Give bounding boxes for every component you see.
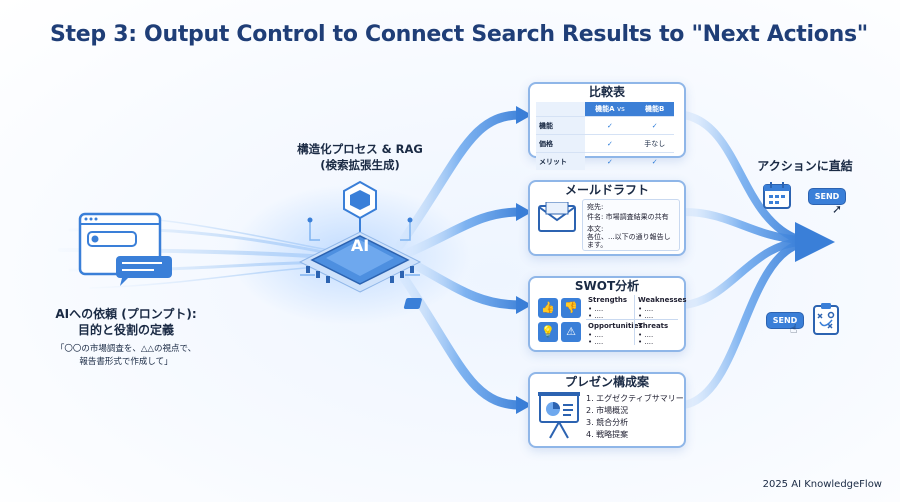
comparison-table-card: 比較表 機能A vs 機能B 機能 ✓ ✓ 価格 ✓ 手なし メリット ✓ ✓ (528, 82, 686, 170)
check-icon: ✓ (584, 134, 636, 153)
email-title: メールドラフト (564, 183, 649, 197)
prompt-example-line2: 報告書形式で作成して」 (79, 357, 173, 367)
swot-opportunities-bullet: • .... (588, 331, 604, 339)
prompt-heading-line1: AIへの依頼 (プロンプト): (55, 307, 197, 321)
envelope-icon (538, 201, 576, 236)
prompt-window-icon (78, 212, 172, 286)
actions-heading: アクションに直結 (757, 159, 853, 173)
warning-icon: ⚠ (561, 322, 581, 342)
thumbs-down-icon: 👎 (561, 298, 581, 318)
check-icon: ✓ (584, 116, 636, 135)
list-item: 4. 戦略提案 (586, 430, 629, 439)
email-subject: 件名: 市場調査結果の共有 (587, 213, 669, 221)
big-arrow-head (795, 222, 835, 262)
row-label: 機能 (536, 116, 585, 135)
comparison-header-empty (536, 102, 585, 117)
list-item: 1. エグゼクティブサマリー (586, 394, 684, 403)
swot-threats-bullet: • .... (638, 331, 654, 339)
row-label: 価格 (536, 134, 585, 153)
presentation-title: プレゼン構成案 (564, 375, 649, 389)
thumbs-up-icon: 👍 (538, 298, 558, 318)
send-button-bottom[interactable]: SEND (766, 312, 804, 329)
list-item: 2. 市場概況 (586, 406, 629, 415)
email-body-box: 宛先: 件名: 市場調査結果の共有 本文: 各位、...以下の通り報告し ます。 (582, 199, 680, 251)
email-body-line2: ます。 (587, 241, 608, 249)
table-row: メリット ✓ ✓ (536, 152, 674, 170)
ai-chip-graphic (257, 180, 430, 320)
ai-chip-label: AI (350, 236, 370, 255)
process-heading-line1: 構造化プロセス & RAG (297, 142, 423, 156)
comparison-title: 比較表 (588, 85, 625, 99)
cursor-icon: ➚ (832, 202, 843, 216)
table-row: 機能 ✓ ✓ (536, 116, 674, 135)
prompt-example-line1: 「〇〇の市場調査を、△△の視点で、 (55, 344, 197, 354)
process-heading-line2: (検索拡張生成) (320, 158, 400, 172)
check-icon: ✓ (635, 152, 674, 170)
swot-weaknesses-bullet: • .... (638, 312, 654, 320)
table-row: 価格 ✓ 手なし (536, 134, 674, 153)
swot-strengths-bullet: • .... (588, 312, 604, 320)
calendar-icon (762, 180, 792, 214)
email-body-line1: 各位、...以下の通り報告し (587, 233, 671, 241)
comparison-header-b: 機能B (635, 102, 674, 117)
send-button-top[interactable]: SEND (808, 188, 846, 205)
email-body-label: 本文: (587, 225, 604, 233)
check-icon: ✓ (635, 116, 674, 135)
swot-threats: Threats (638, 322, 669, 330)
row-label: メリット (536, 152, 585, 170)
cell-value: 手なし (635, 134, 674, 153)
swot-weaknesses: Weaknesses (638, 296, 687, 304)
pointer-hand-icon: ☝ (790, 322, 798, 336)
email-to: 宛先: (587, 203, 604, 211)
footer-credit: 2025 AI KnowledgeFlow (762, 479, 882, 490)
presentation-board-icon (538, 390, 580, 444)
prompt-heading-line2: 目的と役割の定義 (77, 323, 174, 337)
check-icon: ✓ (584, 152, 636, 170)
presentation-card: プレゼン構成案 1. エグゼクティブサマリー 2. 市場概況 3. 競合分析 4… (528, 372, 686, 448)
strategy-clipboard-icon (812, 302, 840, 340)
swot-strengths: Strengths (588, 296, 628, 304)
swot-threats-bullet: • .... (638, 338, 654, 346)
swot-card: SWOT分析 👍 👎 💡 ⚠ Strengths • .... • .... W… (528, 276, 687, 352)
swot-strengths-bullet: • .... (588, 305, 604, 313)
swot-divider (634, 295, 635, 345)
swot-divider (586, 319, 678, 320)
lightbulb-icon: 💡 (538, 322, 558, 342)
swot-title: SWOT分析 (574, 279, 640, 293)
swot-opportunities: Opportunities (588, 322, 643, 330)
swot-weaknesses-bullet: • .... (638, 305, 654, 313)
list-item: 3. 競合分析 (586, 418, 629, 427)
comparison-table: 機能A vs 機能B 機能 ✓ ✓ 価格 ✓ 手なし メリット ✓ ✓ (536, 102, 674, 170)
page-title: Step 3: Output Control to Connect Search… (50, 22, 868, 47)
email-draft-card: メールドラフト 宛先: 件名: 市場調査結果の共有 本文: 各位、...以下の通… (528, 180, 686, 256)
comparison-header-a: 機能A vs (584, 102, 636, 117)
swot-opportunities-bullet: • .... (588, 338, 604, 346)
